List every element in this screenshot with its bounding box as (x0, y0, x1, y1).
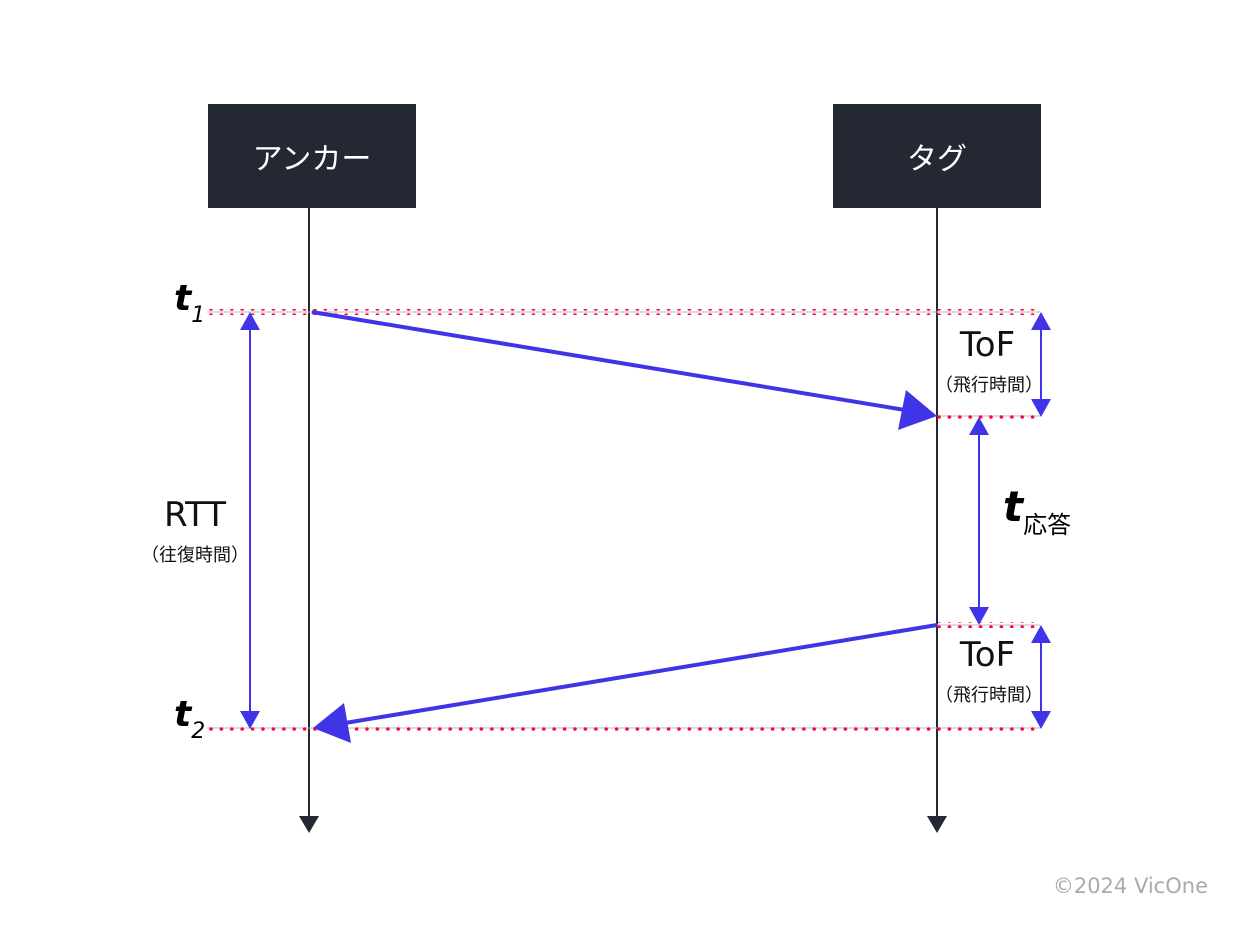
anchor-participant-box: アンカー (208, 104, 416, 208)
t1-reference-line (205, 309, 1040, 315)
tof1-title: ToF (959, 325, 1016, 365)
tag-lifeline (927, 208, 947, 833)
t2-var: t (174, 694, 192, 735)
tof1-end-reference-line (935, 413, 1040, 419)
response-message-arrow (313, 623, 938, 743)
t1-label: t1 (174, 278, 205, 328)
anchor-lifeline (299, 208, 319, 833)
tag-participant-box: タグ (833, 104, 1041, 208)
rtt-title: RTT (163, 495, 227, 535)
t2-label: t2 (174, 694, 205, 744)
rtt-double-arrow (240, 312, 260, 729)
poll-message-arrow (311, 310, 937, 430)
t1-sub: 1 (191, 303, 206, 328)
t2-sub: 2 (191, 719, 206, 744)
rtt-note: （往復時間） (141, 545, 249, 566)
tresp-var: t (1003, 482, 1024, 531)
tof2-label: ToF （飛行時間） (935, 635, 1043, 707)
tof2-title: ToF (959, 635, 1016, 675)
anchor-label: アンカー (252, 142, 372, 177)
tag-label: タグ (907, 142, 967, 177)
response-time-double-arrow (969, 417, 989, 625)
response-time-label: t応答 (1003, 482, 1071, 540)
copyright: ©2024 VicOne (1052, 874, 1208, 898)
tof1-label: ToF （飛行時間） (935, 325, 1043, 397)
tof1-double-arrow (1031, 312, 1051, 417)
t1-var: t (174, 278, 192, 319)
tof2-double-arrow (1031, 625, 1051, 729)
rtt-label: RTT （往復時間） (140, 495, 250, 567)
tresp-sub: 応答 (1023, 511, 1072, 539)
tof2-note: （飛行時間） (935, 685, 1043, 706)
response-end-reference-line (935, 622, 1040, 628)
tof1-note: （飛行時間） (935, 375, 1043, 396)
